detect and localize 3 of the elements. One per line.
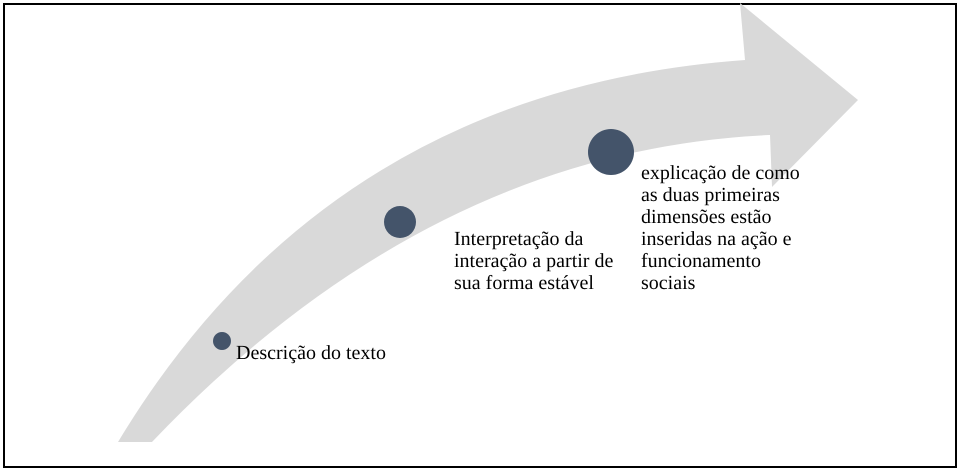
step-text: explicação de como as duas primeiras dimensões estão inseridas na ação e funcionamento sociais	[641, 162, 801, 294]
step-text: Descrição do texto	[236, 342, 387, 364]
step-text: Interpretação da interação a partir de sua forma estável	[454, 228, 614, 294]
